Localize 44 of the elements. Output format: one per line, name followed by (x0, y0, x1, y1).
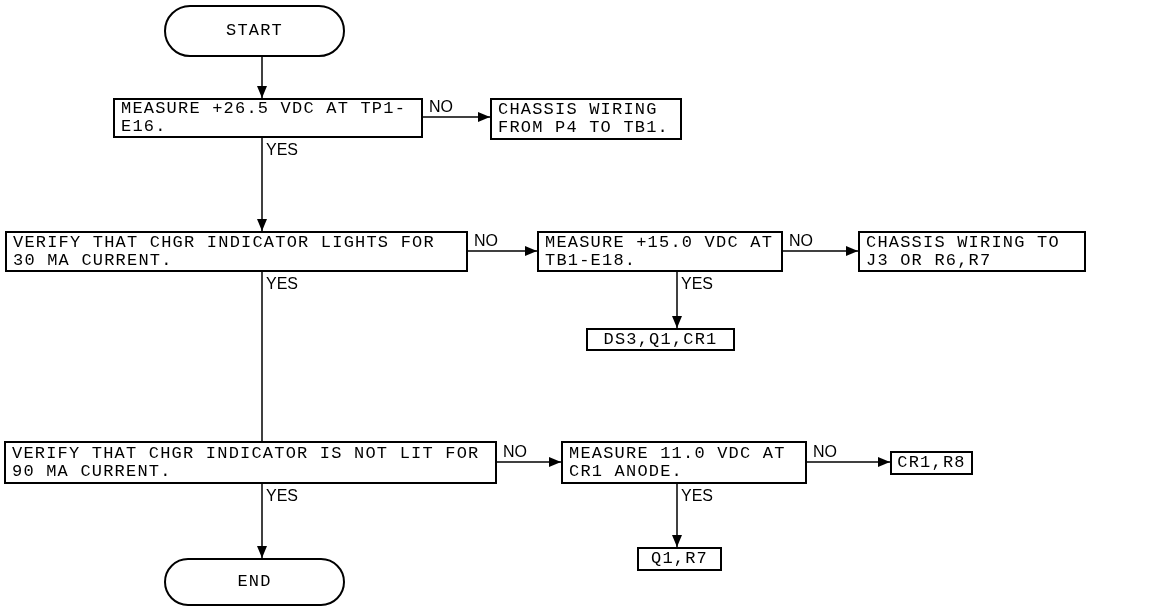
arrow (672, 271, 682, 329)
result-box (586, 328, 735, 351)
arrow (496, 457, 562, 467)
arrow (782, 246, 859, 256)
edge-label: NO (473, 233, 499, 249)
edge-label: NO (812, 444, 838, 460)
arrow (257, 483, 267, 559)
process-box (4, 441, 497, 484)
terminal-node (164, 558, 345, 606)
node-text: END (237, 573, 272, 591)
arrow (257, 56, 267, 99)
node-text: CR1,R8 (897, 454, 966, 472)
edge-label: YES (265, 276, 299, 292)
arrow (806, 457, 891, 467)
terminal-node (164, 5, 345, 57)
edge-label: NO (502, 444, 528, 460)
edge-label: NO (428, 99, 454, 115)
node-text: VERIFY THAT CHGR INDICATOR LIGHTS FOR 30 MA CURRENT. (13, 233, 436, 270)
edge-label: YES (680, 488, 714, 504)
node-text: MEASURE +26.5 VDC AT TP1-E16. (121, 100, 408, 136)
node-text: START (226, 22, 283, 40)
node-text: CHASSIS WIRING FROM P4 TO TB1. (498, 101, 671, 137)
result-box (890, 451, 973, 475)
edge-label: YES (265, 142, 299, 158)
process-box (537, 231, 783, 272)
process-box (858, 231, 1086, 272)
node-text: MEASURE 11.0 VDC AT CR1 ANODE. (569, 444, 787, 481)
process-box (490, 98, 682, 140)
edge-label: NO (788, 233, 814, 249)
process-box (5, 231, 468, 272)
node-text: Q1,R7 (651, 550, 708, 568)
node-text: DS3,Q1,CR1 (603, 330, 718, 349)
arrow (467, 246, 538, 256)
result-box (637, 547, 722, 571)
node-text: CHASSIS WIRING TO J3 OR R6,R7 (866, 233, 1061, 270)
arrow (422, 112, 491, 122)
edge-label: YES (265, 488, 299, 504)
arrow (672, 483, 682, 548)
node-text: MEASURE +15.0 VDC AT TB1-E18. (545, 233, 775, 270)
arrow (257, 137, 267, 232)
edge-label: YES (680, 276, 714, 292)
node-text: VERIFY THAT CHGR INDICATOR IS NOT LIT FOR 90 MA CURRENT. (12, 444, 481, 481)
process-box (561, 441, 807, 484)
process-box (113, 98, 423, 138)
